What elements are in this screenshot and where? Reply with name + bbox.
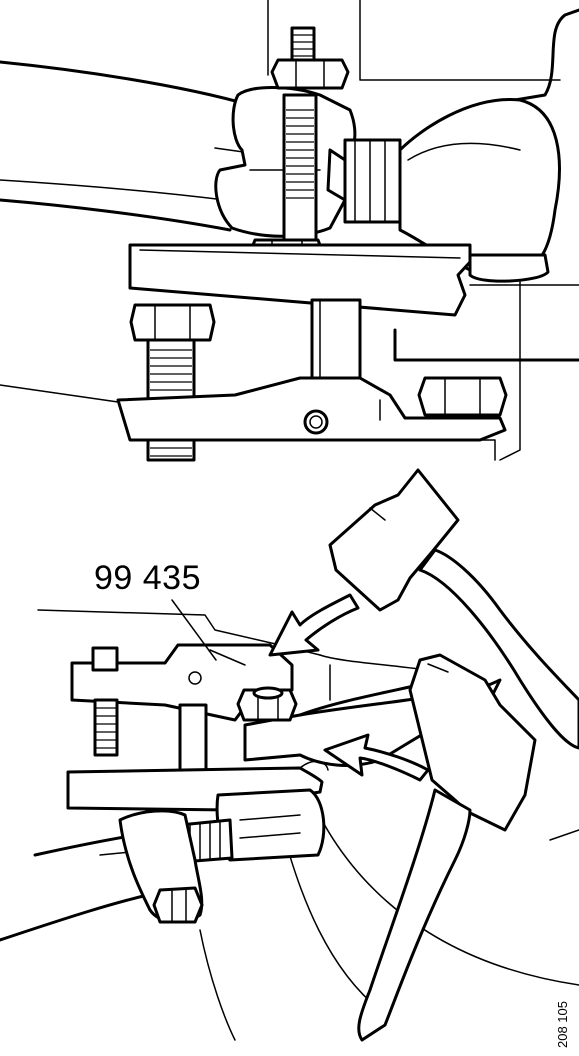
lower-view	[0, 468, 579, 1042]
figure-number: 208 105	[555, 1001, 570, 1048]
hammer-lower	[357, 653, 537, 1042]
upper-view	[0, 0, 579, 462]
impact-arrow-upper	[268, 593, 360, 657]
impact-arrow-lower	[323, 733, 430, 782]
hammer-upper	[328, 468, 579, 750]
upper-bolt-thread	[286, 109, 314, 199]
tool-number-label: 99 435	[94, 559, 201, 597]
